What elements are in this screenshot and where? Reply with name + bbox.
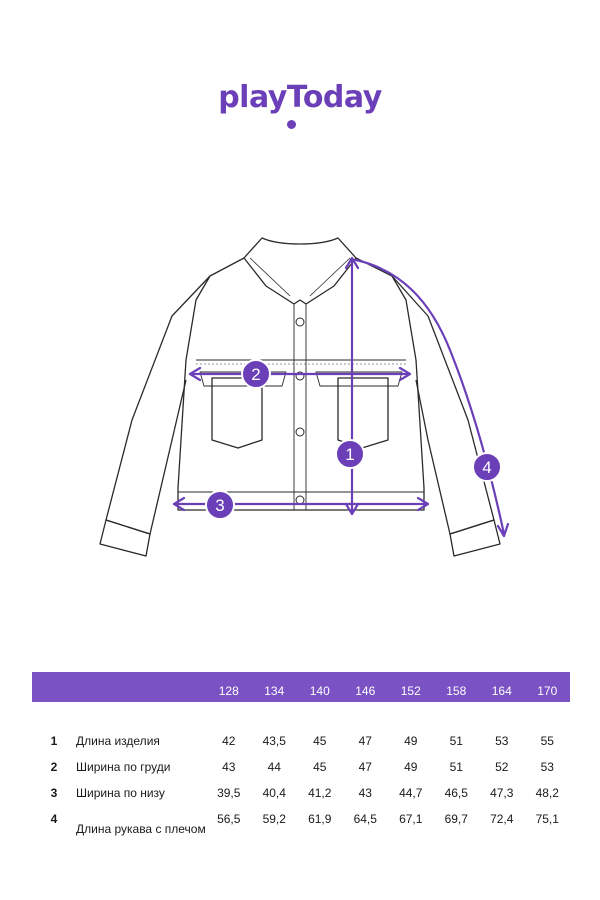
row-name: Длина рукава с плечом bbox=[76, 822, 206, 836]
cell-value: 56,5 bbox=[217, 812, 241, 826]
cell-value: 55 bbox=[540, 734, 554, 748]
measure-line-4 bbox=[354, 258, 506, 536]
cell-value: 41,2 bbox=[308, 786, 332, 800]
button bbox=[295, 427, 305, 437]
row-name: Ширина по низу bbox=[76, 786, 165, 800]
table-row: 1 Длина изделия 42 43,5 45 47 49 51 53 5… bbox=[32, 728, 570, 754]
right-pocket bbox=[337, 377, 389, 449]
cell-value: 72,4 bbox=[490, 812, 514, 826]
size-header: 140 bbox=[309, 684, 330, 698]
brand-logo-text: playToday bbox=[218, 80, 382, 115]
cell-value: 61,9 bbox=[308, 812, 332, 826]
table-row bbox=[32, 702, 570, 728]
cell-value: 39,5 bbox=[217, 786, 241, 800]
cell-value: 43 bbox=[222, 760, 236, 774]
size-header: 128 bbox=[218, 684, 239, 698]
cell-value: 49 bbox=[404, 760, 418, 774]
cell-value: 49 bbox=[404, 734, 418, 748]
cell-value: 67,1 bbox=[399, 812, 423, 826]
cell-value: 51 bbox=[449, 734, 463, 748]
cell-value: 75,1 bbox=[535, 812, 559, 826]
size-header: 146 bbox=[355, 684, 376, 698]
cell-value: 44,7 bbox=[399, 786, 423, 800]
cell-value: 44 bbox=[267, 760, 281, 774]
table-row: 2 Ширина по груди 43 44 45 47 49 51 52 5… bbox=[32, 754, 570, 780]
cell-value: 59,2 bbox=[262, 812, 286, 826]
cell-value: 47 bbox=[358, 734, 372, 748]
cell-value: 48,2 bbox=[535, 786, 559, 800]
row-name: Длина изделия bbox=[76, 734, 160, 748]
right-cuff bbox=[449, 519, 501, 557]
cell-value: 45 bbox=[313, 760, 327, 774]
row-number: 1 bbox=[50, 734, 58, 748]
cell-value: 43,5 bbox=[262, 734, 286, 748]
marker-4 bbox=[472, 452, 502, 482]
logo-dot bbox=[287, 120, 296, 129]
marker-2 bbox=[241, 359, 271, 389]
size-header-row: 128 134 140 146 152 158 164 170 bbox=[32, 672, 570, 702]
left-sleeve bbox=[105, 275, 211, 535]
marker-3 bbox=[205, 490, 235, 520]
cell-value: 64,5 bbox=[353, 812, 377, 826]
cell-value: 51 bbox=[449, 760, 463, 774]
right-sleeve bbox=[391, 275, 495, 535]
jacket-sketch: 1 2 3 4 bbox=[99, 237, 510, 557]
cell-value: 45 bbox=[313, 734, 327, 748]
row-name: Ширина по груди bbox=[76, 760, 171, 774]
left-cuff bbox=[99, 519, 151, 557]
row-number: 2 bbox=[50, 760, 58, 774]
size-table: 128 134 140 146 152 158 164 170 1 Длина … bbox=[32, 672, 570, 852]
cell-value: 69,7 bbox=[444, 812, 468, 826]
button bbox=[295, 317, 305, 327]
marker-3-label: 3 bbox=[215, 496, 224, 515]
marker-2-label: 2 bbox=[251, 365, 260, 384]
row-number: 4 bbox=[50, 812, 58, 826]
cell-value: 52 bbox=[495, 760, 509, 774]
marker-1-label: 1 bbox=[345, 445, 354, 464]
size-header: 134 bbox=[264, 684, 285, 698]
size-header: 170 bbox=[537, 684, 558, 698]
cell-value: 47 bbox=[358, 760, 372, 774]
cell-value: 43 bbox=[358, 786, 372, 800]
cell-value: 53 bbox=[540, 760, 554, 774]
row-number: 3 bbox=[50, 786, 58, 800]
cell-value: 53 bbox=[495, 734, 509, 748]
button bbox=[295, 495, 305, 505]
cell-value: 46,5 bbox=[444, 786, 468, 800]
size-header: 158 bbox=[446, 684, 467, 698]
cell-value: 47,3 bbox=[490, 786, 514, 800]
jacket-body bbox=[177, 257, 425, 511]
size-header: 152 bbox=[400, 684, 421, 698]
table-row: 4 Длина рукава с плечом 56,5 59,2 61,9 6… bbox=[32, 806, 570, 852]
brand-logo: playToday bbox=[0, 80, 600, 129]
table-row: 3 Ширина по низу 39,5 40,4 41,2 43 44,7 … bbox=[32, 780, 570, 806]
marker-1 bbox=[335, 439, 365, 469]
collar bbox=[243, 237, 357, 305]
cell-value: 40,4 bbox=[262, 786, 286, 800]
size-header: 164 bbox=[491, 684, 512, 698]
cell-value: 42 bbox=[222, 734, 236, 748]
marker-4-label: 4 bbox=[482, 458, 491, 477]
